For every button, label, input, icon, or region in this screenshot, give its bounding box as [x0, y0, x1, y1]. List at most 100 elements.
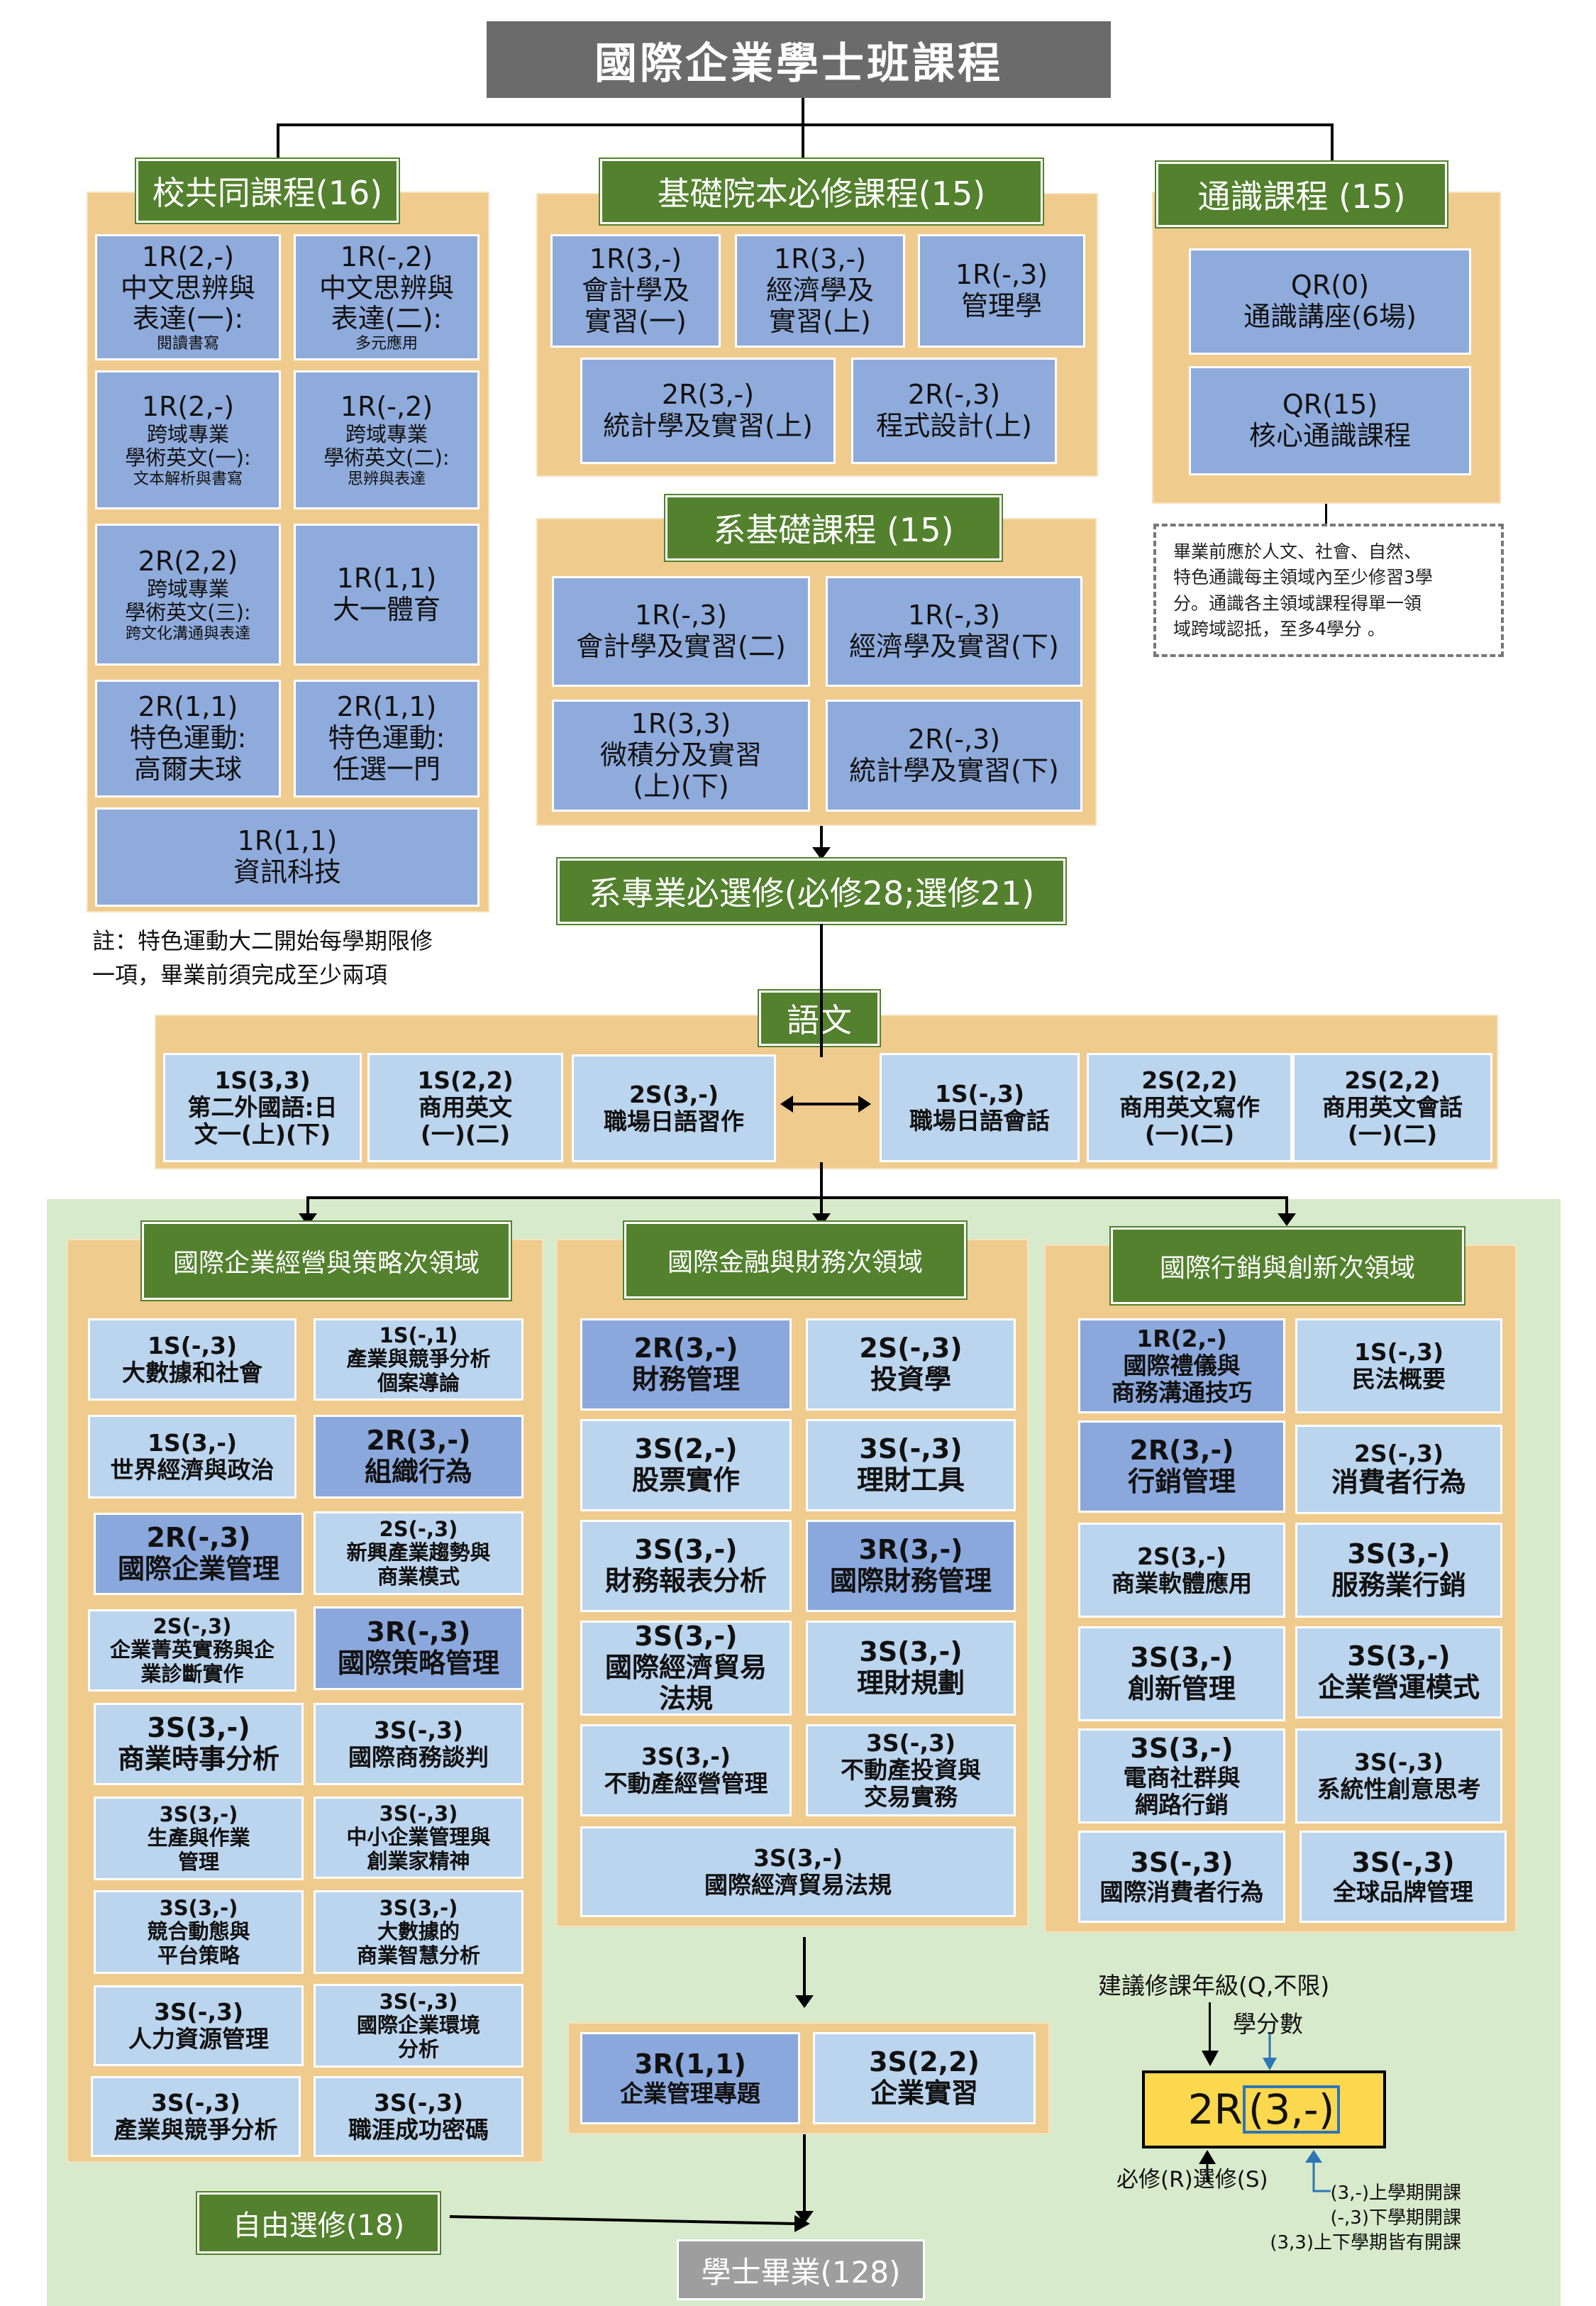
legend-line: (3,-)上學期開課 — [1330, 2183, 1461, 2204]
language-header: 語文 — [759, 991, 880, 1046]
connector-line — [277, 123, 1332, 126]
arrow-down-icon — [299, 1196, 317, 1226]
course-box: 3R(1,1) 企業管理專題 — [580, 2032, 800, 2124]
course-name: (一)(二) — [1144, 1120, 1235, 1148]
course-name: 民法概要 — [1352, 1365, 1446, 1393]
course-code: 3S(3,-) — [859, 1636, 963, 1668]
course-code: 3S(3,-) — [159, 1895, 238, 1920]
course-box: 3S(3,-) 競合動態與 平台策略 — [94, 1890, 304, 1974]
course-code: 3S(3,-) — [634, 1621, 738, 1653]
course-sub: 跨文化溝通與表達 — [125, 624, 250, 643]
course-name: 會計學及 — [581, 275, 689, 307]
course-name: (一)(二) — [1347, 1120, 1438, 1148]
course-box: 3S(-,3) 產業與競爭分析 — [91, 2076, 301, 2157]
course-name: 跨域專業 — [146, 421, 229, 446]
course-name: 中小企業管理與 — [346, 1825, 491, 1850]
course-box: 3S(-,3) 人力資源管理 — [94, 1985, 304, 2066]
course-code: 3S(-,3) — [150, 2089, 241, 2117]
course-box: 3S(-,3) 全球品牌管理 — [1299, 1831, 1507, 1923]
course-name: 商務溝通技巧 — [1112, 1378, 1252, 1406]
course-code: 2R(3,-) — [366, 1425, 471, 1457]
domain-finance-header: 國際金融與財務次領域 — [624, 1222, 966, 1298]
course-name: 商業時事分析 — [117, 1743, 279, 1775]
course-code: 2R(-,3) — [907, 379, 1001, 411]
course-code: 3S(3,-) — [1347, 1640, 1451, 1672]
course-box: 3S(-,3) 系統性創意思考 — [1295, 1728, 1502, 1824]
course-name: 企業菁英實務與企 — [109, 1638, 275, 1662]
course-name: 特色運動: — [328, 722, 445, 754]
course-name: 商業軟體應用 — [1112, 1569, 1252, 1597]
course-code: 2S(2,2) — [1141, 1066, 1238, 1095]
course-name: (一)(二) — [420, 1120, 511, 1148]
course-box: 1R(1,1) 資訊科技 — [95, 807, 480, 907]
arrow-down-icon — [795, 1970, 814, 2008]
course-code: 3S(-,3) — [373, 1716, 464, 1745]
course-name: 國際消費者行為 — [1099, 1877, 1264, 1906]
course-code: 3S(-,3) — [1353, 1748, 1444, 1777]
course-code: 2R(-,3) — [146, 1522, 251, 1554]
course-code: 2S(-,3) — [379, 1516, 458, 1541]
connector-line — [802, 98, 804, 125]
course-name: 商用英文寫作 — [1119, 1093, 1260, 1122]
note-line: 域跨域認抵，至多4學分 。 — [1173, 618, 1385, 639]
note-line: 註：特色運動大二開始每學期限修 — [92, 927, 433, 954]
course-name: 通識講座(6場) — [1243, 301, 1417, 332]
legend-line: (3,3)上下學期皆有開課 — [1270, 2232, 1461, 2254]
course-code: 3S(3,-) — [634, 1534, 738, 1566]
course-box: 1R(-,2) 中文思辨與 表達(二): 多元應用 — [294, 234, 480, 360]
legend-type-label: 必修(R)選修(S) — [1116, 2167, 1268, 2192]
course-box: 1R(3,3) 微積分及實習 (上)(下) — [552, 700, 810, 812]
course-name: 實習(一) — [584, 305, 687, 337]
course-name: 跨域專業 — [146, 576, 229, 601]
connector-line — [1331, 123, 1334, 163]
course-box: 2S(3,-) 職場日語習作 — [572, 1054, 776, 1162]
course-name: 法規 — [658, 1682, 713, 1714]
course-name: 理財規劃 — [856, 1667, 965, 1699]
course-sub: 思辨與表達 — [347, 470, 426, 488]
course-name: 實習(上) — [769, 305, 871, 337]
course-code: 1R(-,2) — [340, 391, 433, 423]
connector-line — [802, 123, 804, 160]
course-code: 3S(-,3) — [1351, 1847, 1455, 1879]
course-code: 3S(-,3) — [859, 1433, 963, 1465]
legend-example-box: 2R (3,-) — [1142, 2070, 1386, 2148]
arrow-down-icon — [812, 1196, 831, 1226]
course-name: 商業模式 — [377, 1564, 460, 1589]
page-title: 國際企業學士班課程 — [487, 21, 1111, 98]
course-code: 1R(-,2) — [340, 241, 433, 272]
graduation-box: 學士畢業(128) — [677, 2239, 925, 2300]
course-name: 企業管理專題 — [620, 2079, 760, 2107]
legend-example-prefix: 2R — [1187, 2085, 1243, 2134]
course-box: 3S(-,3) 不動產投資與 交易實務 — [806, 1724, 1016, 1816]
course-name: 核心通識課程 — [1248, 420, 1411, 451]
general-ed-header: 通識課程 (15) — [1156, 162, 1447, 227]
course-name: 世界經濟與政治 — [110, 1456, 275, 1484]
course-code: 1R(2,-) — [141, 241, 235, 272]
course-code: 1R(1,1) — [336, 563, 437, 595]
course-code: 3S(3,-) — [379, 1895, 458, 1920]
course-box: 2R(-,3) 統計學及實習(下) — [826, 700, 1082, 812]
course-box: 1R(3,-) 經濟學及 實習(上) — [735, 234, 905, 348]
course-code: 1S(-,3) — [934, 1080, 1025, 1108]
course-code: 3S(-,3) — [379, 1801, 458, 1826]
course-name: 職涯成功密碼 — [348, 2116, 489, 2144]
course-box: 3S(3,-) 電商社群與 網路行銷 — [1078, 1728, 1285, 1824]
course-name: 商用英文會話 — [1322, 1093, 1463, 1122]
course-box: 3S(2,2) 企業實習 — [813, 2032, 1036, 2124]
course-name: 國際禮儀與 — [1123, 1352, 1241, 1380]
course-sub: 文本解析與書寫 — [133, 470, 243, 488]
course-box: 1R(3,-) 會計學及 實習(一) — [550, 234, 721, 348]
course-code: 3S(3,-) — [159, 1802, 238, 1826]
course-name: 平台策略 — [157, 1943, 240, 1968]
course-name: 系統性創意思考 — [1317, 1775, 1481, 1803]
connector-line — [803, 1937, 806, 1970]
course-sub: 多元應用 — [355, 334, 418, 353]
note-line: 畢業前應於人文、社會、自然、 — [1173, 541, 1422, 562]
connector-line — [1209, 2002, 1211, 2059]
course-code: 3S(2,-) — [634, 1433, 738, 1465]
course-code: 1S(2,2) — [417, 1066, 514, 1095]
course-code: 3S(2,2) — [869, 2046, 980, 2078]
course-name: 消費者行為 — [1331, 1467, 1466, 1499]
course-box: 2R(1,1) 特色運動: 任選一門 — [294, 680, 480, 798]
free-elective-box: 自由選修(18) — [197, 2192, 440, 2253]
